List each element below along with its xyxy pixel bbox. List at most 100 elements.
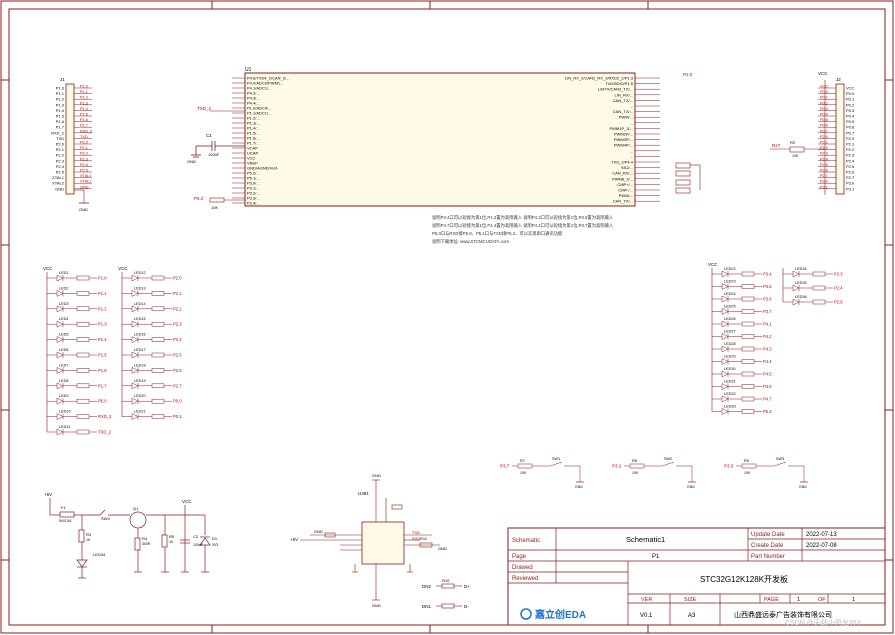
connector-net-label: P1.2	[80, 96, 88, 100]
mcu-left-pin-label: P1.0/ADC0/...	[247, 106, 271, 111]
connector-net-label: P1.5	[80, 113, 88, 117]
led-net-label: P1.6	[98, 368, 107, 373]
led-net-label: P3.4	[763, 272, 772, 277]
led-icon	[56, 428, 64, 436]
led-ref: LED22	[724, 267, 736, 271]
led-ref: LED13	[134, 286, 146, 290]
tb-schematic-value: Schematic1	[626, 535, 665, 544]
r1-resistor[interactable]: 10K	[209, 197, 245, 210]
led-net-label: P3.6	[763, 297, 772, 302]
connector-j2[interactable]: VCC J2 VCCVCCP0.0P0.0P0.1P0.1P0.2P0.2P0.…	[818, 71, 855, 195]
cap-c1[interactable]	[191, 141, 245, 158]
mcu-left-pin-label: P3.0/...	[247, 181, 260, 186]
r27-net: R27	[772, 143, 781, 148]
mcu-right-pin-label: PWM1P_3/...	[609, 126, 633, 131]
j1-body	[65, 83, 75, 195]
mcu-right-pin-label: LIN_RX/...	[615, 92, 633, 97]
led-icon	[721, 308, 729, 315]
connector-pin-label: P2.5	[846, 164, 855, 169]
tb-of-value: 1	[852, 597, 855, 603]
connector-net-label: TXD	[80, 135, 88, 139]
power-cap-val: 100nF	[193, 543, 203, 547]
mcu-left-pin-label: P1.4/...	[247, 126, 260, 131]
led-bank-right: VCCLED22P3.4LED23P3.5LED24P3.6LED25P3.7L…	[708, 262, 772, 415]
title-block: Schematic Schematic1 Page P1 Drawed Revi…	[507, 527, 886, 627]
connector-pin-label: P0.6	[846, 125, 855, 130]
connector-pin-label: P1.3	[56, 102, 65, 107]
led-resistor	[151, 398, 165, 404]
mcu-left-pins: P4.6/TXD4_2/CAN_2/...P4.0/ADC0/PWM1...P4…	[232, 76, 289, 206]
connector-net-label: P1.7	[80, 124, 88, 128]
mcu-u1[interactable]: U1 P4.6/TXD4_2/CAN_2/...P4.0/ADC0/PWM1..…	[232, 67, 660, 207]
led-icon	[131, 289, 139, 297]
power-vcc: VCC	[182, 499, 192, 504]
r2-resistor[interactable]: R27 R2 10K	[770, 140, 825, 158]
mcu-left-pin-label: P1.7/...	[247, 141, 260, 146]
usb-dminus: D-	[464, 604, 469, 609]
tb-update-value: 2022-07-13	[806, 532, 837, 538]
mcu-left-pin-label: P4.3/...	[247, 96, 260, 101]
led-icon	[56, 397, 64, 405]
switch-icon	[773, 461, 787, 467]
usb-serial-chip[interactable]: U381 +	[290, 473, 470, 609]
usb-ref: U381	[358, 491, 369, 496]
led-net-label: P2.5	[834, 300, 843, 305]
mcu-left-pin-label: VCAP	[247, 146, 258, 151]
power-led: LED34	[93, 552, 106, 557]
led-icon	[56, 336, 64, 344]
power-supply[interactable]	[49, 498, 211, 579]
mcu-right-wiring	[675, 162, 701, 194]
led-icon	[131, 397, 139, 405]
connector-net-label: P2.3	[80, 157, 88, 161]
tb-of-label: OF	[818, 597, 826, 603]
note-block: 说明P3.4口可以短接为第1位,P4.2置为高阻输入 说明P4.3口可以短接为第…	[432, 214, 614, 245]
mcu-right-pin-label: SS2/...	[621, 165, 633, 170]
connector-pin-label: P3.1	[846, 186, 855, 191]
led-net-label: P2.3	[173, 322, 182, 327]
mcu-right-pin-label: ...	[630, 154, 633, 159]
led-ref: LED12	[134, 271, 146, 275]
mcu-right-pin-label: ...	[630, 148, 633, 153]
led-ref: LED26	[724, 317, 736, 321]
